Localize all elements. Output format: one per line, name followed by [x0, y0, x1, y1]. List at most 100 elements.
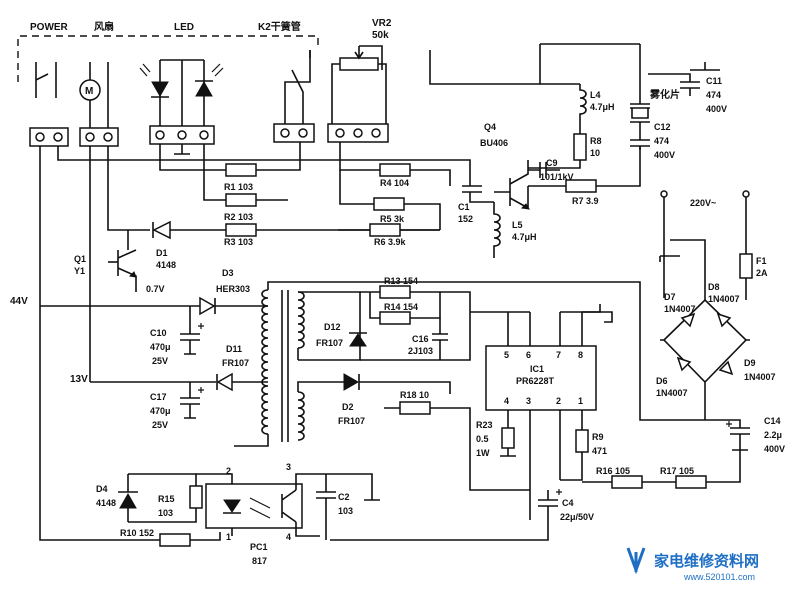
potentiometer-vr2 — [331, 45, 387, 124]
c17-value2: 25V — [152, 420, 168, 430]
watermark-url: www.520101.com — [683, 572, 755, 582]
r1-label: R1 103 — [224, 182, 253, 192]
capacitor-c12 — [630, 134, 650, 150]
bridge-ground — [659, 239, 706, 282]
connector-vr2 — [327, 123, 389, 143]
d8-type: 1N4007 — [708, 294, 740, 304]
diode-d11 — [90, 372, 268, 392]
diode-d1 — [130, 220, 200, 240]
pc1-pin1: 1 — [226, 532, 231, 542]
ic1-pin8: 8 — [578, 350, 583, 360]
ac-input-terminals — [660, 190, 750, 298]
r14-label: R14 154 — [384, 302, 418, 312]
c1-label: C1 — [458, 202, 470, 212]
inductor-l4 — [429, 44, 587, 134]
diode-d2 — [297, 373, 451, 394]
f1-value: 2A — [756, 268, 768, 278]
c11-value1: 474 — [706, 90, 721, 100]
c14-value1: 2.2μ — [764, 430, 782, 440]
power-label: POWER — [30, 22, 69, 33]
vr2-value: 50k — [372, 30, 389, 41]
resistor-r9 — [560, 429, 589, 481]
resistor-r10 — [120, 532, 221, 547]
d2-label: D2 — [342, 402, 354, 412]
r2-label: R2 103 — [224, 212, 253, 222]
bridge-rectifier — [660, 282, 750, 420]
capacitor-c11 — [648, 62, 720, 96]
transformer — [261, 281, 430, 442]
d6-type: 1N4007 — [656, 388, 688, 398]
q4-label: Q4 — [484, 122, 496, 132]
r6-label: R6 3.9k — [374, 237, 407, 247]
c10-label: C10 — [150, 328, 167, 338]
c4-label: C4 — [562, 498, 574, 508]
capacitor-c2 — [302, 473, 380, 540]
d3-type: HER303 — [216, 284, 250, 294]
v07-label: 0.7V — [146, 284, 165, 294]
led-diodes — [139, 59, 224, 155]
c12-label: C12 — [654, 122, 671, 132]
c16-value: 2J103 — [408, 346, 433, 356]
l4-value: 4.7μH — [590, 102, 615, 112]
v13-label: 13V — [70, 374, 88, 385]
resistor-r17 — [660, 450, 741, 489]
connector-led — [149, 125, 215, 145]
fan-motor-symbol: M — [85, 86, 93, 97]
d12-label: D12 — [324, 322, 341, 332]
pc1-label: PC1 — [250, 542, 268, 552]
capacitor-c17 — [180, 382, 204, 419]
d4-label: D4 — [96, 484, 108, 494]
c12-value2: 400V — [654, 150, 675, 160]
diode-d4 — [118, 474, 138, 522]
d6-label: D6 — [656, 376, 668, 386]
k2-label: K2干簧管 — [258, 20, 301, 33]
atomizer-piezo — [540, 43, 650, 134]
connector-fan — [79, 127, 119, 147]
r5-label: R5 3k — [380, 214, 405, 224]
c11-value2: 400V — [706, 104, 727, 114]
d4-type: 4148 — [96, 498, 116, 508]
resistor-r18 — [384, 401, 530, 491]
r4-label: R4 104 — [380, 178, 409, 188]
r8-value: 10 — [590, 148, 600, 158]
r9-label: R9 — [592, 432, 604, 442]
r17-label: R17 105 — [660, 466, 694, 476]
r23-value1: 0.5 — [476, 434, 489, 444]
diode-d3 — [40, 296, 268, 316]
hv-rail — [430, 281, 705, 421]
l4-label: L4 — [590, 90, 601, 100]
ic1-pin4: 4 — [504, 396, 509, 406]
fan-motor: M — [79, 62, 109, 128]
r23-label: R23 — [476, 420, 493, 430]
r13-label: R13 154 — [384, 276, 418, 286]
ic1-chip — [470, 304, 613, 520]
d1-label: D1 — [156, 248, 168, 258]
capacitor-c9 — [528, 162, 560, 178]
l5-value: 4.7μH — [512, 232, 537, 242]
led-label: LED — [174, 22, 194, 33]
r15-value: 103 — [158, 508, 173, 518]
fan-return — [107, 146, 130, 231]
c17-value1: 470μ — [150, 406, 171, 416]
connector-k2 — [273, 123, 315, 143]
pc1-pin3: 3 — [286, 462, 291, 472]
mechanical-link — [17, 35, 319, 82]
r8-label: R8 — [590, 136, 602, 146]
d12-type: FR107 — [316, 338, 343, 348]
v44-label: 44V — [10, 296, 28, 307]
pc1-pin4: 4 — [286, 532, 291, 542]
d11-label: D11 — [226, 344, 242, 354]
f1-label: F1 — [756, 256, 767, 266]
c9-value: 101/1kV — [540, 172, 574, 182]
xfmr-ground — [234, 434, 269, 447]
ic1-pin2: 2 — [556, 396, 561, 406]
d2-type: FR107 — [338, 416, 365, 426]
r10-label: R10 152 — [120, 528, 154, 538]
power-switch — [35, 62, 57, 98]
r3-label: R3 103 — [224, 237, 253, 247]
c1-value: 152 — [458, 214, 473, 224]
ic1-label: IC1 — [530, 364, 544, 374]
d11-type: FR107 — [222, 358, 249, 368]
d1-type: 4148 — [156, 260, 176, 270]
rail-power-return — [57, 146, 471, 180]
